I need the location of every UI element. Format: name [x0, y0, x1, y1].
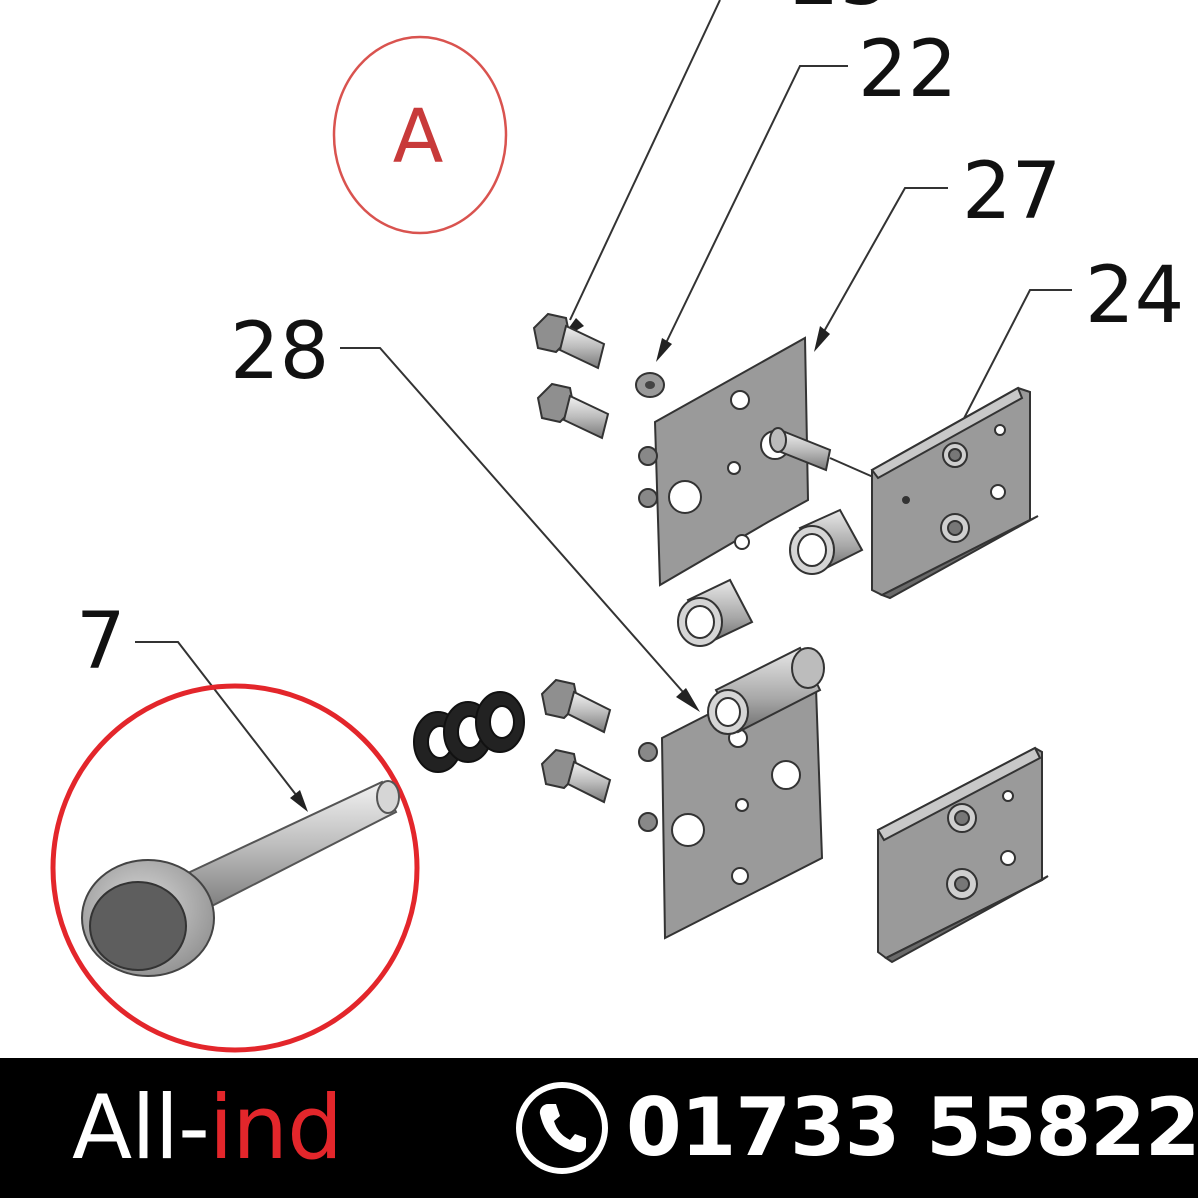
- callout-23: 23: [790, 0, 889, 23]
- callout-24: 24: [1085, 251, 1184, 341]
- roller-highlight: [50, 683, 420, 1053]
- bolt: [540, 748, 612, 804]
- leader-line: [569, 0, 721, 321]
- leader-line: [664, 65, 848, 346]
- callout-27: 27: [962, 147, 1061, 237]
- phone-icon: [516, 1082, 608, 1174]
- lower-rail-bracket: [876, 746, 1049, 964]
- roller-part: [81, 780, 400, 977]
- upper-bolts: [532, 312, 610, 440]
- lower-bolts: [540, 678, 612, 804]
- brand-logo: All-ind: [72, 1080, 343, 1176]
- upper-rail-bracket: [870, 386, 1039, 600]
- leader-line: [135, 641, 301, 801]
- lower-washers: [413, 691, 525, 773]
- lower-hinge-tube: [707, 646, 825, 735]
- bolt: [540, 678, 612, 734]
- detail-marker: A: [332, 35, 508, 235]
- footer-banner: All-ind 01733 558224: [0, 1058, 1198, 1198]
- callout-22: 22: [858, 25, 957, 115]
- leader-line: [821, 187, 948, 336]
- brand-text-white: All-: [72, 1076, 210, 1179]
- upper-washer: [635, 372, 665, 398]
- leader-line: [340, 347, 691, 701]
- bolt: [536, 382, 610, 440]
- exploded-parts-diagram: A 23 22 27 24 28 7: [50, 0, 1184, 1053]
- phone-number[interactable]: 01733 558224: [626, 1081, 1198, 1174]
- lower-hinge-plate: [638, 646, 825, 940]
- callout-28: 28: [230, 307, 329, 397]
- leader-line: [939, 289, 1072, 466]
- upper-hinge-tube: [789, 508, 864, 575]
- brand-text-red: ind: [208, 1076, 343, 1179]
- callout-7: 7: [76, 597, 126, 687]
- callouts: [135, 0, 1072, 801]
- upper-hinge-tube: [677, 578, 754, 647]
- upper-hinge-plate: [638, 336, 881, 647]
- bolt: [532, 312, 606, 370]
- detail-letter: A: [393, 94, 444, 180]
